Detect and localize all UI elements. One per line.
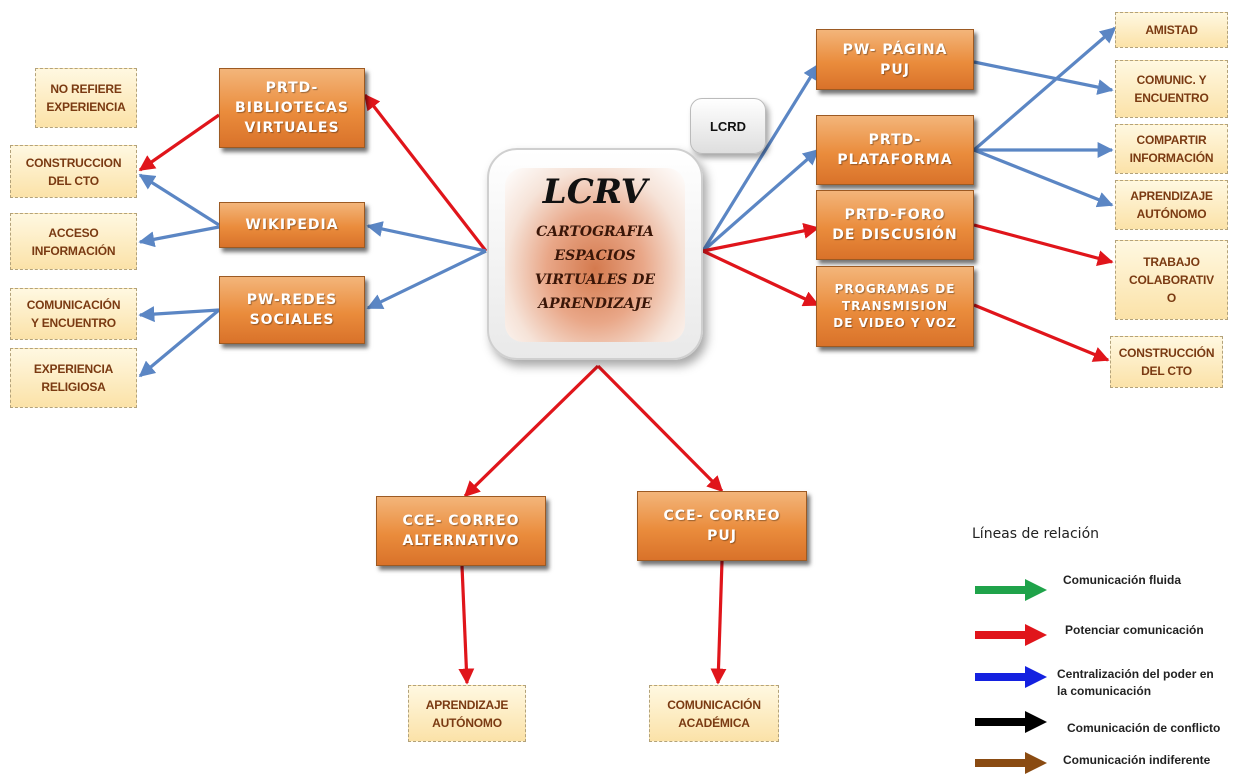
connector-pagina_puj-comunic_encuentro xyxy=(973,60,1114,95)
node-bibliotecas-virtuales: PRTD- BIBLIOTECAS VIRTUALES xyxy=(219,68,365,148)
node-foro-discusion: PRTD-FORO DE DISCUSIÓN xyxy=(816,190,974,260)
legend-arrow-head-1 xyxy=(1025,624,1047,646)
leaf-aprendizaje-autonomo-bottom: APRENDIZAJE AUTÓNOMO xyxy=(408,685,526,742)
legend-arrow-shaft-0 xyxy=(975,586,1027,594)
center-node-lcrv: LCRV CARTOGRAFIA ESPACIOS VIRTUALES DE A… xyxy=(487,148,703,360)
connector-programas-construccion_right xyxy=(973,303,1110,362)
connector-center-programas xyxy=(702,249,820,307)
leaf-experiencia-religiosa: EXPERIENCIA RELIGIOSA xyxy=(10,348,137,408)
legend-arrow-head-4 xyxy=(1025,752,1047,774)
legend-arrow-head-2 xyxy=(1025,666,1047,688)
node-redes-sociales: PW-REDES SOCIALES xyxy=(219,276,365,344)
node-pagina-puj: PW- PÁGINA PUJ xyxy=(816,29,974,90)
connector-wikipedia-acceso xyxy=(138,225,220,248)
leaf-construccion-cto-right: CONSTRUCCIÓN DEL CTO xyxy=(1110,336,1223,388)
leaf-acceso-informacion: ACCESO INFORMACIÓN xyxy=(10,213,137,270)
leaf-amistad: AMISTAD xyxy=(1115,12,1228,48)
connector-redes-experiencia_religiosa xyxy=(138,308,221,378)
leaf-aprendizaje-autonomo-right: APRENDIZAJE AUTÓNOMO xyxy=(1115,180,1228,230)
node-programas-transmision: PROGRAMAS DE TRANSMISION DE VIDEO Y VOZ xyxy=(816,266,974,347)
legend-arrow-shaft-2 xyxy=(975,673,1027,681)
legend-label-centralizacion: Centralización del poder en la comunicac… xyxy=(1057,667,1214,698)
connector-wikipedia-construccion_left xyxy=(138,173,220,227)
center-subtitle: CARTOGRAFIA ESPACIOS VIRTUALES DE APREND… xyxy=(534,224,656,312)
connector-redes-comunicacion_encuentro xyxy=(138,306,220,323)
legend-title: Líneas de relación xyxy=(972,526,1100,542)
connector-center-correo_alt xyxy=(463,364,600,498)
connector-correo_alt-aprendizaje_bottom xyxy=(458,565,475,685)
connector-foro-trabajo xyxy=(973,223,1114,266)
connector-center-redes xyxy=(366,249,487,310)
connector-plataforma-aprendizaje_right xyxy=(973,148,1114,208)
lcrd-node: LCRD xyxy=(690,98,766,154)
connector-center-correo_puj xyxy=(596,364,724,493)
legend-arrow-head-3 xyxy=(1025,711,1047,733)
connector-bibliotecas-construccion_left xyxy=(138,113,220,172)
node-correo-alternativo: CCE- CORREO ALTERNATIVO xyxy=(376,496,546,566)
node-wikipedia: WIKIPEDIA xyxy=(219,202,365,248)
legend-arrow-head-0 xyxy=(1025,579,1047,601)
legend-label-fluida: Comunicación fluida xyxy=(1063,573,1182,587)
connector-plataforma-amistad xyxy=(972,26,1117,152)
center-title: LCRV xyxy=(542,172,648,212)
connector-center-wikipedia xyxy=(366,221,487,253)
leaf-comunic-encuentro: COMUNIC. Y ENCUENTRO xyxy=(1115,60,1228,118)
leaf-no-refiere-experiencia: NO REFIERE EXPERIENCIA xyxy=(35,68,137,128)
hands-image: LCRV CARTOGRAFIA ESPACIOS VIRTUALES DE A… xyxy=(505,168,685,342)
leaf-comunicacion-academica: COMUNICACIÓN ACADÉMICA xyxy=(649,685,779,742)
legend-arrow-shaft-4 xyxy=(975,759,1027,767)
legend-label-indiferente: Comunicación indiferente xyxy=(1063,753,1211,767)
legend-label-conflicto: Comunicación de conflicto xyxy=(1067,721,1221,735)
legend-arrow-shaft-1 xyxy=(975,631,1027,639)
connector-center-foro xyxy=(702,222,820,253)
leaf-construccion-cto-left: CONSTRUCCION DEL CTO xyxy=(10,145,137,198)
leaf-trabajo-colaborativo: TRABAJO COLABORATIV O xyxy=(1115,240,1228,320)
legend-arrow-shaft-3 xyxy=(975,718,1027,726)
node-plataforma: PRTD- PLATAFORMA xyxy=(816,115,974,185)
connector-center-pagina_puj xyxy=(701,63,820,252)
leaf-comunicacion-encuentro: COMUNICACIÓN Y ENCUENTRO xyxy=(10,288,137,340)
connector-correo_puj-comunicacion_academica xyxy=(710,560,727,685)
legend-label-potenciar: Potenciar comunicación xyxy=(1065,623,1204,637)
connector-center-plataforma xyxy=(701,148,820,253)
leaf-compartir-informacion: COMPARTIR INFORMACIÓN xyxy=(1115,124,1228,174)
node-correo-puj: CCE- CORREO PUJ xyxy=(637,491,807,561)
connector-center-bibliotecas xyxy=(363,93,488,252)
